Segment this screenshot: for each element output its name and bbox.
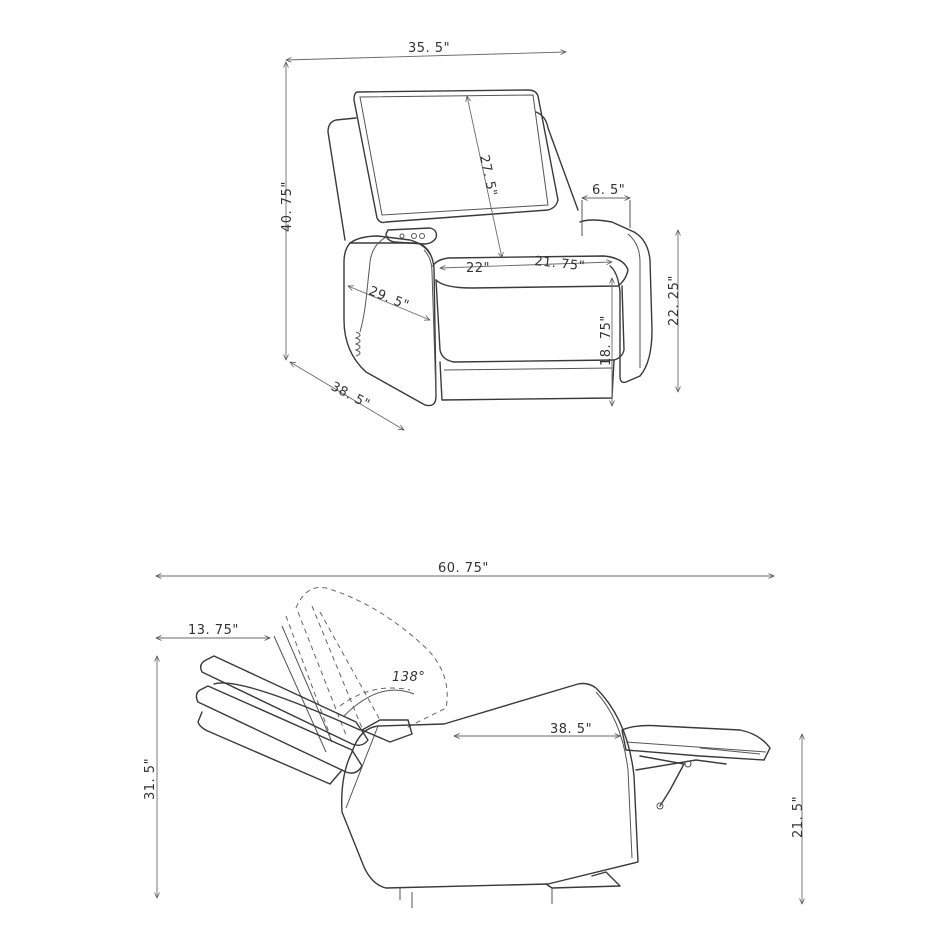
front-chair-outline	[327, 89, 653, 407]
dim-line-overall-width	[286, 52, 566, 60]
label-headrest-offset: 13. 75"	[188, 623, 239, 638]
label-seat-depth: 29. 5"	[367, 284, 412, 314]
dim-line-seat-depth	[348, 286, 430, 320]
label-back-height: 27. 5"	[476, 154, 499, 198]
label-overall-height: 40. 75"	[280, 181, 295, 232]
dim-line-overall-depth	[290, 362, 404, 430]
label-footrest-height: 21. 5"	[791, 796, 806, 838]
label-recline-angle: 138°	[392, 670, 425, 685]
label-arm-width: 6. 5"	[592, 183, 625, 198]
side-chair-outline	[195, 586, 771, 908]
label-seat-depth-front: 21. 75"	[534, 254, 586, 274]
dim-line-seat-width	[440, 262, 612, 268]
label-seat-width: 22"	[466, 261, 490, 276]
side-view: 60. 75" 13. 75" 138° 38. 5" 31. 5" 21. 5…	[143, 561, 806, 908]
dashed-backrest-upright	[295, 586, 448, 729]
dim-line-back-height	[467, 96, 502, 258]
label-overall-width: 35. 5"	[408, 41, 450, 56]
angle-arc	[343, 689, 415, 717]
label-seat-depth-side: 38. 5"	[550, 722, 592, 737]
label-overall-depth: 38. 5"	[328, 379, 372, 412]
front-view: 35. 5" 40. 75" 38. 5" 27. 5" 6. 5" 22. 2…	[280, 41, 682, 430]
label-reclined-height: 31. 5"	[143, 758, 158, 800]
label-reclined-length: 60. 75"	[438, 561, 489, 576]
label-seat-height: 18. 75"	[599, 315, 614, 366]
label-arm-height: 22. 25"	[667, 275, 682, 326]
